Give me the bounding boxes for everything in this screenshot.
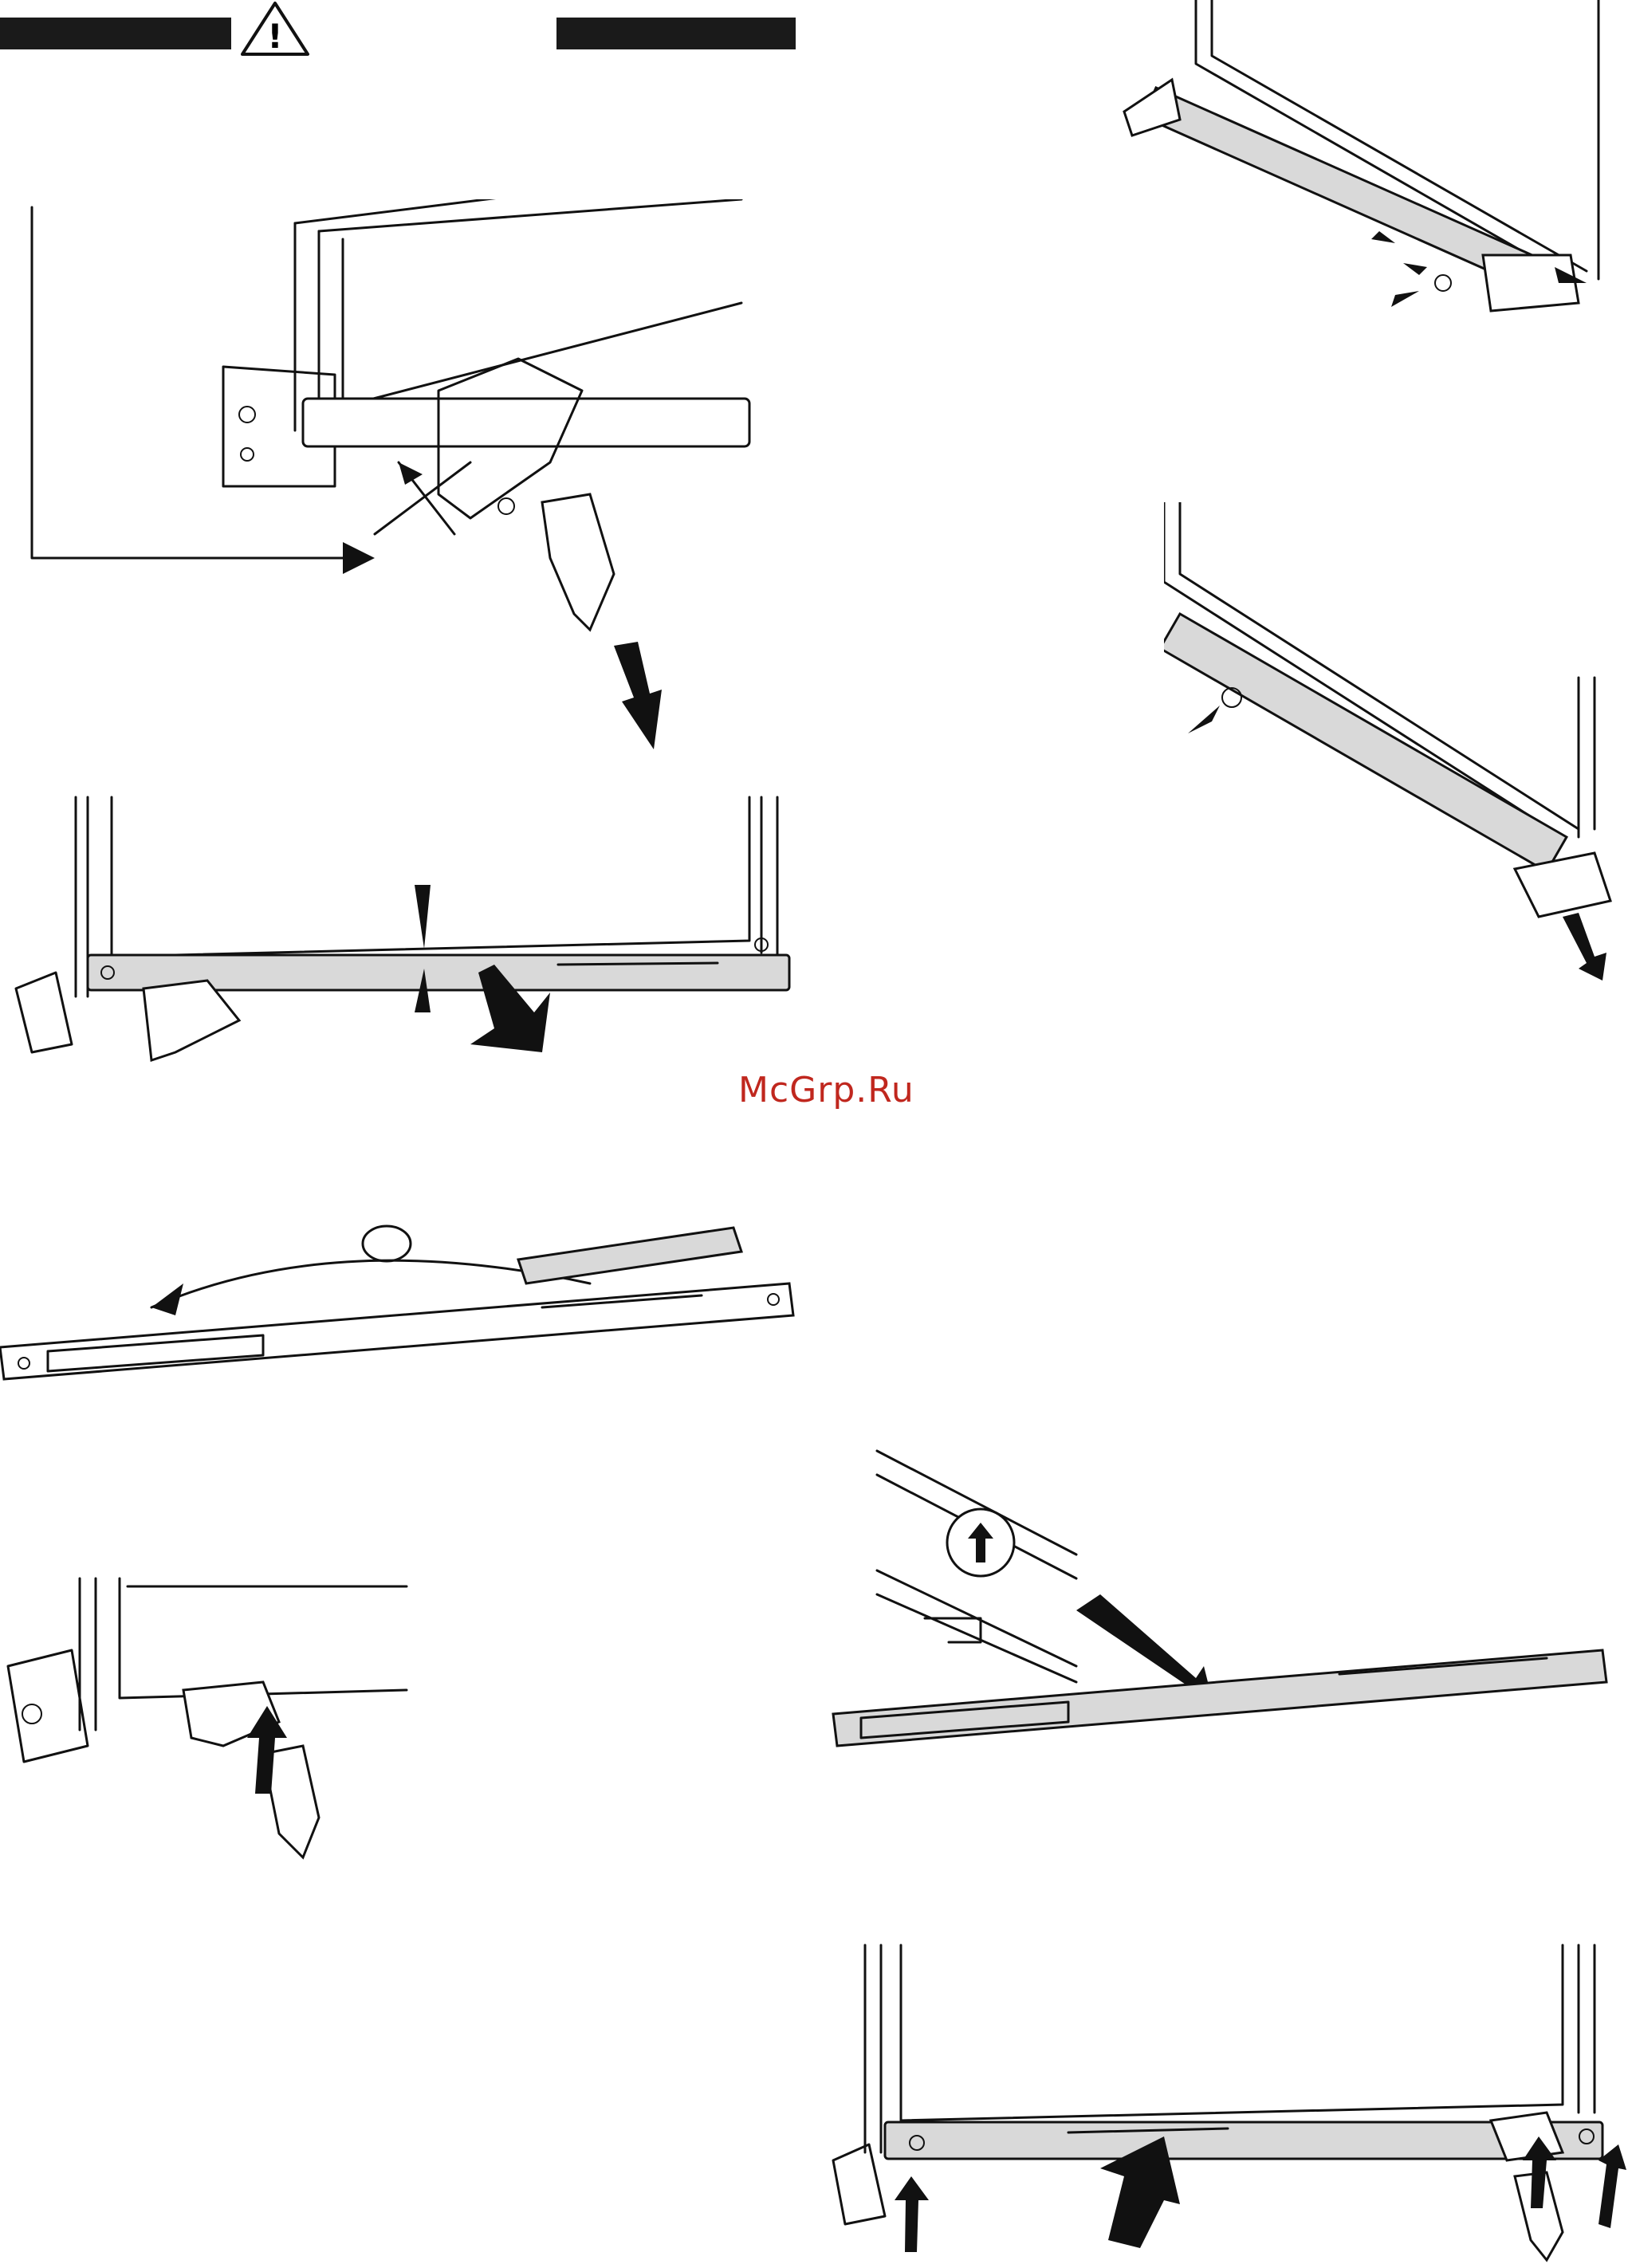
down-arrow (614, 642, 662, 749)
fig-rail-notch-detail (829, 1443, 1626, 1778)
header-bar-left (0, 18, 231, 49)
fig-rail-screw-side (1164, 502, 1626, 996)
fig-hinge-clip (0, 1570, 415, 1873)
bracket-arrow (343, 542, 375, 574)
header-bar-right (556, 18, 796, 49)
fig-rail-install (829, 1937, 1626, 2264)
cross-line-1 (375, 462, 470, 534)
warning-triangle-icon: ! (239, 0, 311, 57)
warning-symbol: ! (267, 17, 282, 56)
fig-rail-rotate (0, 1196, 805, 1403)
down-arrow (1563, 913, 1606, 981)
fig-rail-screw-top (1108, 0, 1618, 335)
rail-bar (1164, 614, 1567, 871)
rail-bar (1143, 88, 1535, 285)
insert-arrow (1076, 1594, 1212, 1698)
fig-rail-removal (0, 789, 797, 1076)
fig-hinge-do-not (24, 199, 773, 757)
rotation-circle (363, 1226, 411, 1261)
